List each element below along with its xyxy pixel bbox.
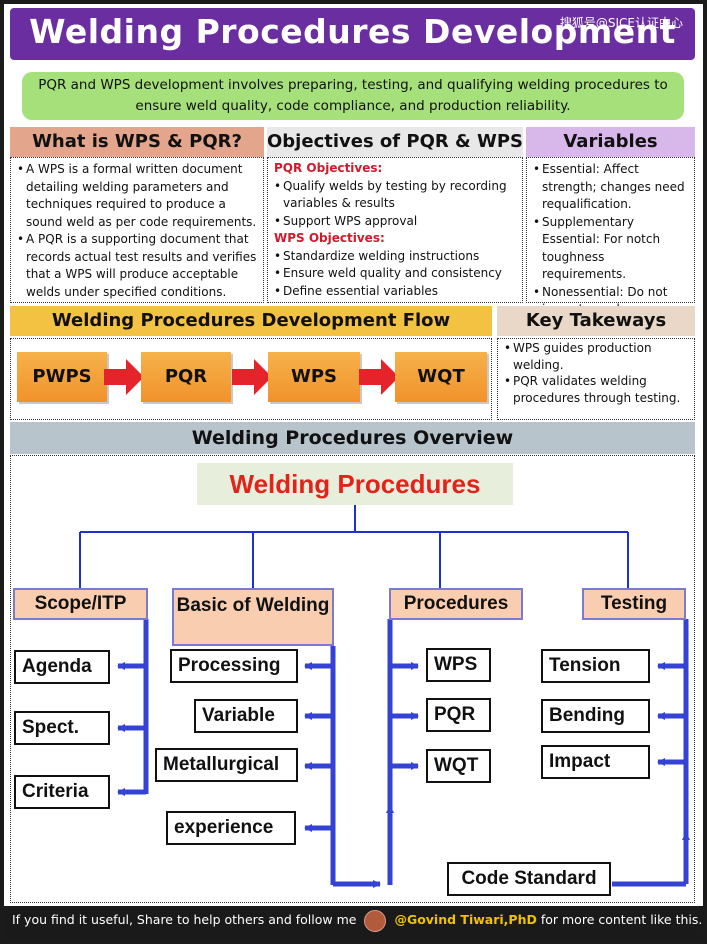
category-procedures: Procedures: [389, 588, 523, 620]
basic-item-experience: experience: [166, 811, 296, 845]
what-heading: What is WPS & PQR?: [10, 127, 264, 157]
takeaway-item: PQR validates welding procedures through…: [504, 373, 688, 406]
testing-item-impact: Impact: [541, 745, 650, 779]
root-node: Welding Procedures: [197, 463, 513, 505]
pqr-objective: Qualify welds by testing by recording va…: [274, 178, 516, 213]
flow-step-pqr: PQR: [141, 352, 231, 402]
flow-arrow-icon: [232, 359, 272, 395]
scope-item-agenda: Agenda: [14, 650, 110, 684]
wps-objective: Define essential variables: [274, 283, 516, 301]
testing-item-bending: Bending: [541, 699, 650, 733]
objectives-heading: Objectives of PQR & WPS: [267, 127, 523, 157]
category-scope: Scope/ITP: [13, 588, 148, 620]
footer-suffix: for more content like this.: [540, 912, 703, 927]
flow-arrow-icon: [359, 359, 399, 395]
takeaway-item: WPS guides production welding.: [504, 340, 688, 373]
what-panel: A WPS is a formal written document detai…: [10, 157, 264, 303]
author-avatar: [364, 909, 387, 932]
title-banner: Welding Procedures Development 搜狐号@SICE认…: [10, 8, 695, 60]
scope-item-spect: Spect.: [14, 711, 110, 745]
flow-heading: Welding Procedures Development Flow: [10, 306, 492, 336]
flow-step-pwps: PWPS: [17, 352, 107, 402]
code-standard-node: Code Standard: [447, 862, 611, 896]
flow-arrow-icon: [104, 359, 144, 395]
footer-author[interactable]: @Govind Tiwari,PhD: [394, 912, 537, 927]
pqr-objective: Support WPS approval: [274, 213, 516, 231]
intro-text: PQR and WPS development involves prepari…: [22, 72, 684, 120]
takeaways-heading: Key Takeways: [497, 306, 695, 336]
category-basic: Basic of Welding: [172, 588, 334, 646]
basic-item-metallurgical: Metallurgical: [155, 748, 298, 782]
page-title: Welding Procedures Development: [29, 12, 676, 51]
basic-item-processing: Processing: [170, 649, 298, 683]
pqr-objectives-label: PQR Objectives:: [274, 161, 383, 175]
what-item: A PQR is a supporting document that reco…: [17, 231, 257, 301]
procedure-item-wps: WPS: [426, 648, 491, 682]
overview-diagram: [10, 455, 695, 903]
flow-panel: [10, 338, 492, 420]
variable-item: Supplementary Essential: For notch tough…: [533, 214, 688, 284]
variable-item: Essential: Affect strength; changes need…: [533, 161, 688, 214]
watermark: 搜狐号@SICE认证中心: [559, 16, 683, 30]
basic-item-variable: Variable: [194, 699, 298, 733]
wps-objectives-label: WPS Objectives:: [274, 231, 385, 245]
wps-objective: Ensure weld quality and consistency: [274, 265, 516, 283]
procedure-item-wqt: WQT: [426, 749, 491, 783]
category-testing: Testing: [582, 588, 686, 620]
objectives-panel: PQR Objectives: Qualify welds by testing…: [267, 157, 523, 303]
testing-item-tension: Tension: [541, 649, 650, 683]
what-item: A WPS is a formal written document detai…: [17, 161, 257, 231]
flow-step-wqt: WQT: [395, 352, 487, 402]
variables-heading: Variables: [526, 127, 695, 157]
scope-item-criteria: Criteria: [14, 775, 110, 809]
procedure-item-pqr: PQR: [426, 698, 491, 732]
flow-step-wps: WPS: [268, 352, 360, 402]
variables-panel: Essential: Affect strength; changes need…: [526, 157, 695, 334]
wps-objective: Standardize welding instructions: [274, 248, 516, 266]
footer-prefix: If you find it useful, Share to help oth…: [12, 912, 357, 927]
overview-heading: Welding Procedures Overview: [10, 422, 695, 454]
footer-bar: If you find it useful, Share to help oth…: [4, 906, 703, 940]
takeaways-panel: WPS guides production welding. PQR valid…: [497, 338, 695, 420]
